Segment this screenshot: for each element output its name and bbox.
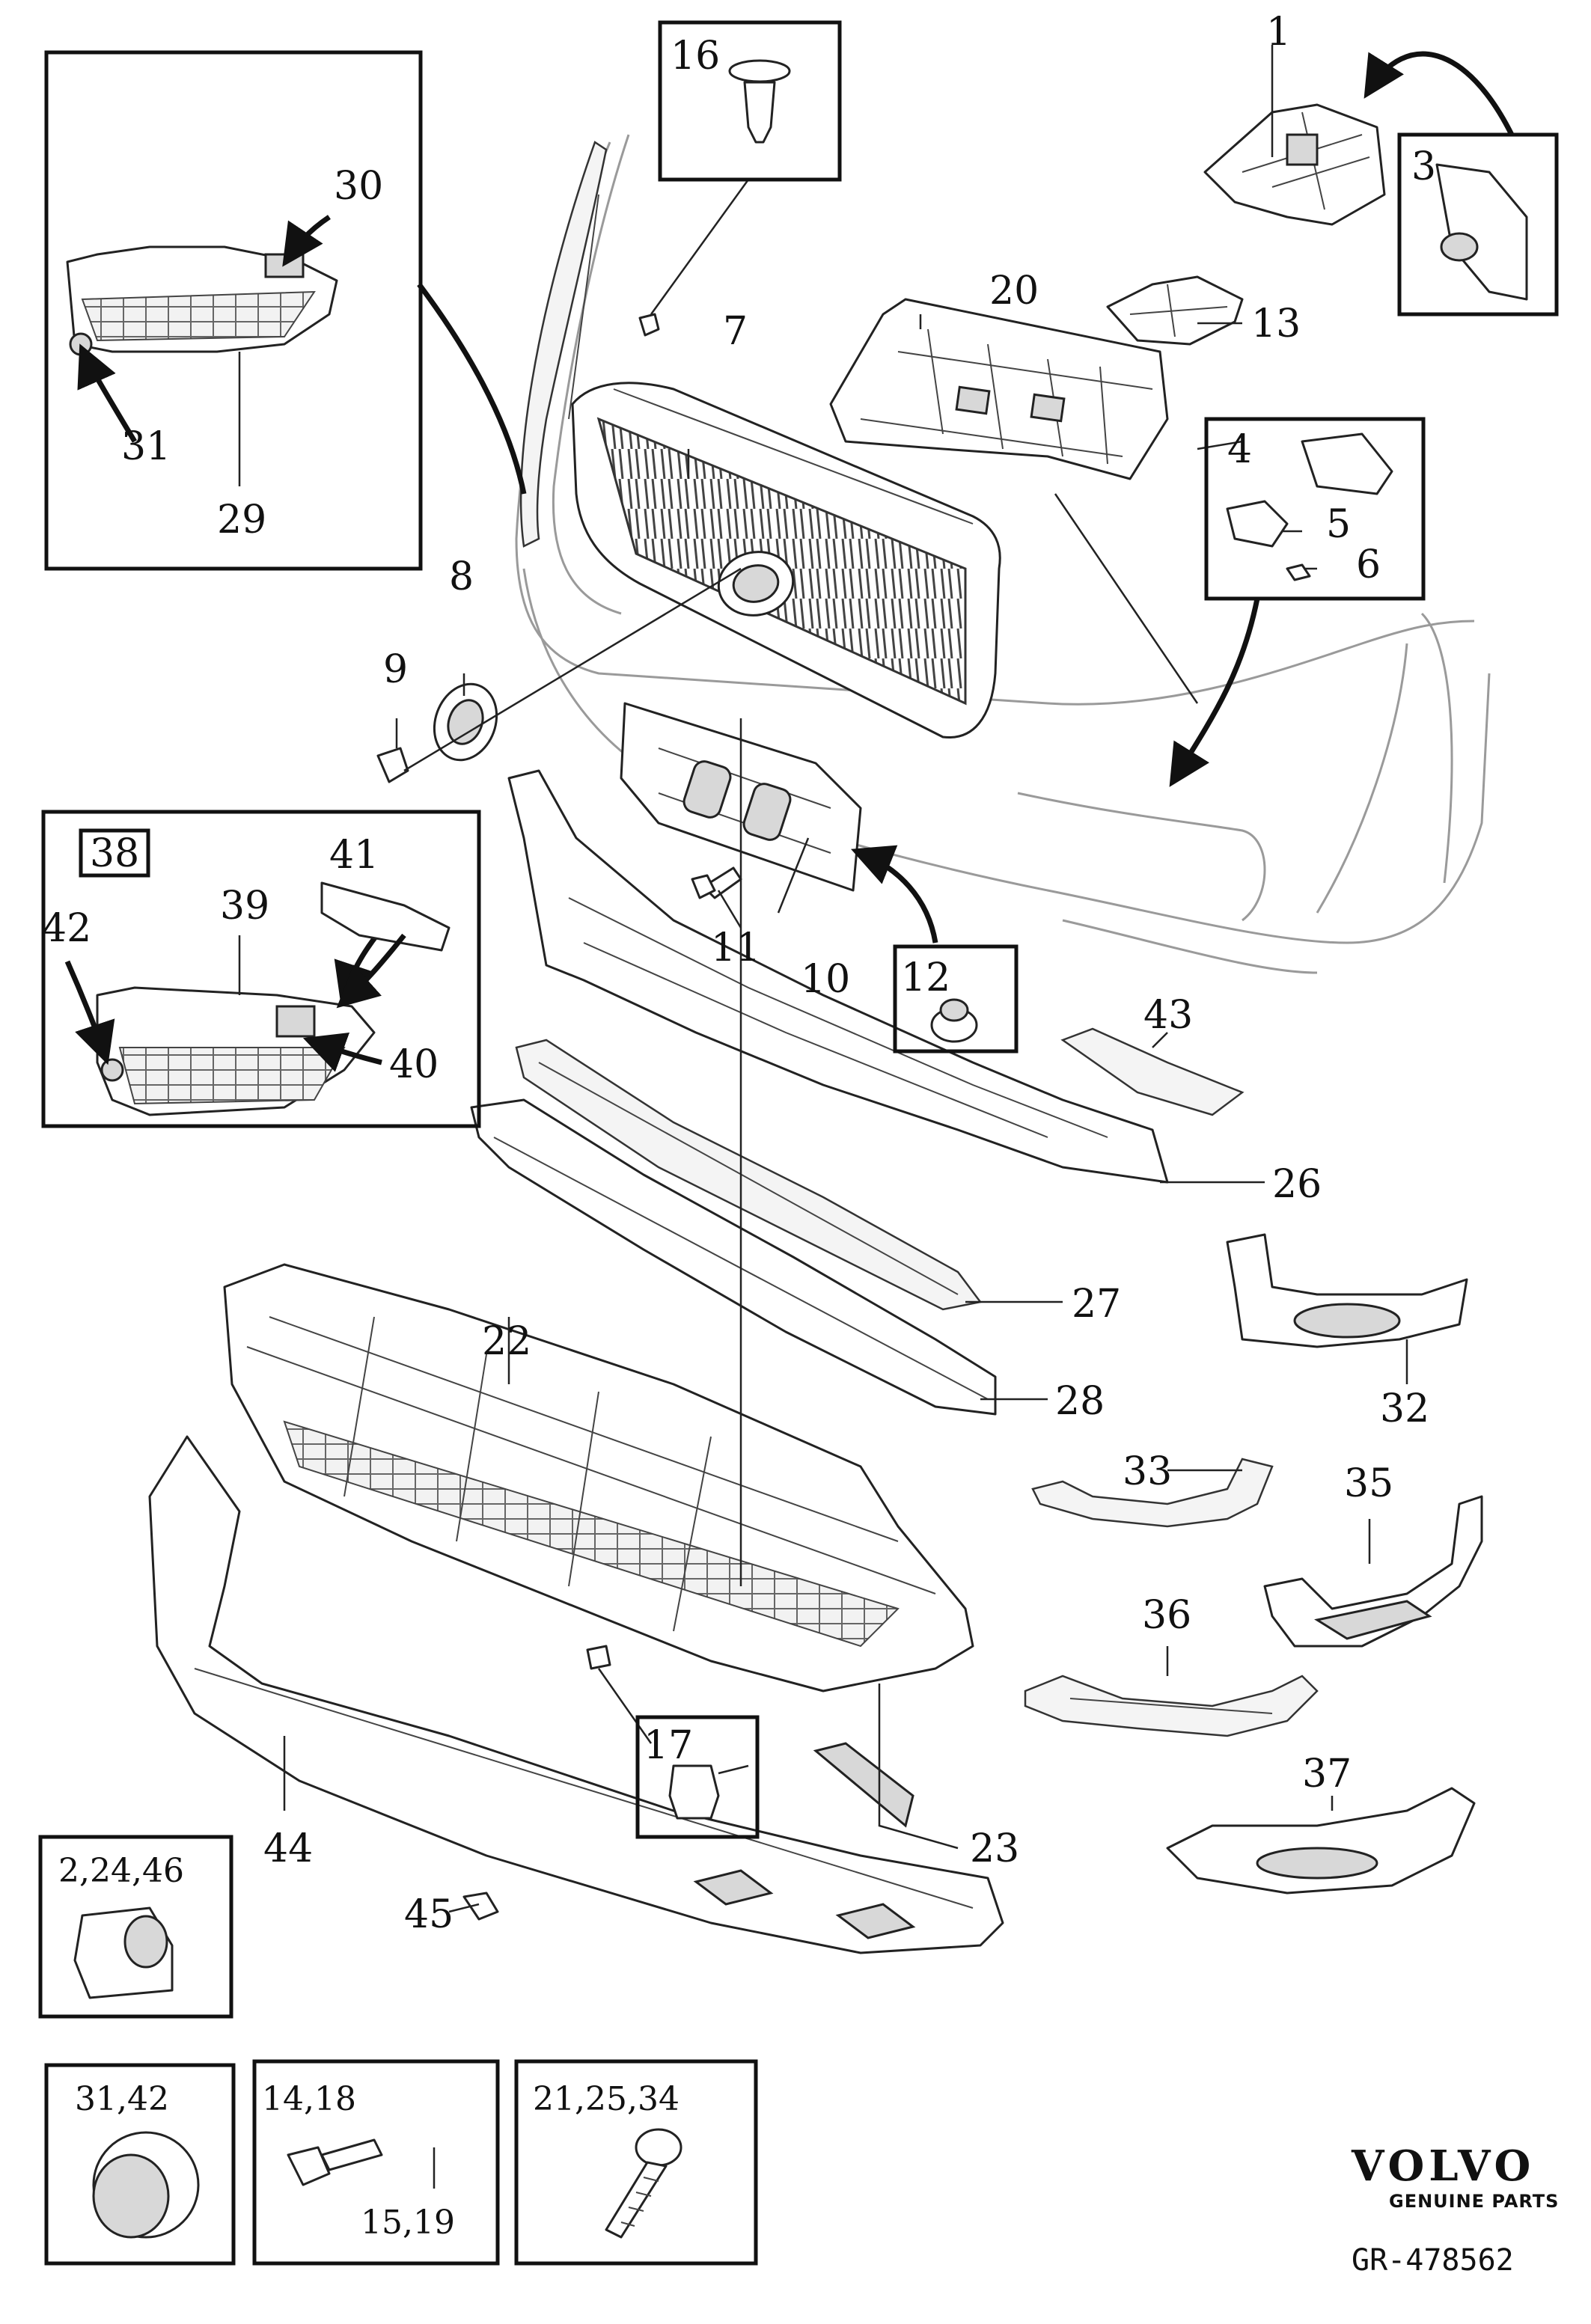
callout-40: 40 xyxy=(389,1042,439,1087)
callout-3: 3 xyxy=(1411,144,1436,189)
callout-9: 9 xyxy=(383,647,408,692)
sensor-box-label: 2,24,46 xyxy=(58,1852,184,1890)
callout-27: 27 xyxy=(1072,1282,1121,1327)
callout-36: 36 xyxy=(1142,1593,1191,1638)
bolt-part-11 xyxy=(691,866,742,899)
small-sensor-box-label: 31,42 xyxy=(75,2080,169,2118)
callout-42: 42 xyxy=(42,906,91,951)
callout-26: 26 xyxy=(1272,1162,1322,1207)
callout-35: 35 xyxy=(1344,1461,1393,1506)
callout-13: 13 xyxy=(1251,302,1301,346)
push-clip-16 xyxy=(638,313,660,337)
callout-41: 41 xyxy=(329,833,379,878)
clip-part-9 xyxy=(376,747,409,783)
callout-12: 12 xyxy=(901,955,950,1000)
callout-6: 6 xyxy=(1356,542,1381,587)
bolt-box-bottom-label: 15,19 xyxy=(361,2204,455,2242)
callout-37: 37 xyxy=(1302,1752,1352,1796)
callout-16: 16 xyxy=(671,34,720,79)
callout-10: 10 xyxy=(801,957,850,1002)
callout-4: 4 xyxy=(1227,427,1252,472)
callout-31: 31 xyxy=(121,424,171,469)
side-bracket xyxy=(1203,103,1386,226)
emblem xyxy=(433,682,498,762)
detail-box-grille-insert xyxy=(44,50,423,571)
callout-11: 11 xyxy=(711,926,760,970)
detail-box-17 xyxy=(635,1715,760,1839)
callout-1: 1 xyxy=(1266,10,1291,55)
skid-plate xyxy=(148,1435,1004,1954)
callout-39: 39 xyxy=(220,884,269,929)
detail-box-bolts xyxy=(252,2059,500,2266)
small-trim-23 xyxy=(813,1742,914,1828)
callout-45: 45 xyxy=(404,1892,454,1937)
callout-29: 29 xyxy=(217,498,266,542)
detail-box-small-sensor xyxy=(44,2063,236,2266)
callout-17: 17 xyxy=(644,1723,693,1768)
volvo-logo: VOLVO GENUINE PARTS xyxy=(1351,2141,1559,2212)
callout-30: 30 xyxy=(334,164,383,209)
callout-28: 28 xyxy=(1055,1379,1105,1424)
callout-23: 23 xyxy=(970,1826,1019,1871)
callout-8: 8 xyxy=(449,554,474,599)
splash-shield xyxy=(223,1263,974,1692)
callout-32: 32 xyxy=(1380,1386,1429,1431)
detail-box-3 xyxy=(1397,132,1559,317)
callout-33: 33 xyxy=(1123,1449,1172,1494)
callout-labels: 1 3 4 5 6 7 8 9 10 11 12 13 16 17 20 22 … xyxy=(42,10,1436,1937)
screw-box-label: 21,25,34 xyxy=(533,2080,680,2118)
trim-strip-43 xyxy=(1060,1027,1245,1116)
detail-box-38-42 xyxy=(41,810,481,1128)
diagram-reference: GR-478562 xyxy=(1352,2243,1514,2278)
callout-44: 44 xyxy=(263,1826,313,1871)
brand-wordmark: VOLVO xyxy=(1351,2141,1535,2191)
detail-box-4-5-6 xyxy=(1204,417,1426,601)
small-bracket xyxy=(1106,275,1244,346)
brand-tagline: GENUINE PARTS xyxy=(1389,2191,1559,2212)
leader-lines xyxy=(283,45,1408,1913)
fog-lamp-housing xyxy=(1226,1233,1468,1348)
daytime-running-light xyxy=(1263,1495,1483,1648)
callout-43: 43 xyxy=(1143,993,1193,1038)
detail-box-16 xyxy=(658,20,842,182)
callout-20: 20 xyxy=(989,269,1039,314)
detail-box-sensor xyxy=(38,1835,233,2019)
wiring-harness-33 xyxy=(1031,1458,1274,1528)
clip-part-17 xyxy=(586,1645,611,1670)
callout-7: 7 xyxy=(723,309,748,354)
callout-5: 5 xyxy=(1326,502,1351,547)
light-bracket-36 xyxy=(1024,1675,1319,1737)
bolt-box-top-label: 14,18 xyxy=(262,2080,356,2118)
clip-part-45 xyxy=(462,1892,499,1921)
detail-box-12 xyxy=(893,944,1019,1054)
callout-38: 38 xyxy=(90,831,139,876)
detail-box-captions: 2,24,46 31,42 14,18 15,19 21,25,34 xyxy=(58,1852,680,2242)
front-grille xyxy=(571,382,1001,739)
callout-22: 22 xyxy=(482,1319,531,1364)
bumper-side-strip xyxy=(519,141,608,548)
fog-lamp-37 xyxy=(1166,1787,1476,1895)
detail-box-screw xyxy=(514,2059,758,2266)
upper-bracket xyxy=(829,298,1169,480)
